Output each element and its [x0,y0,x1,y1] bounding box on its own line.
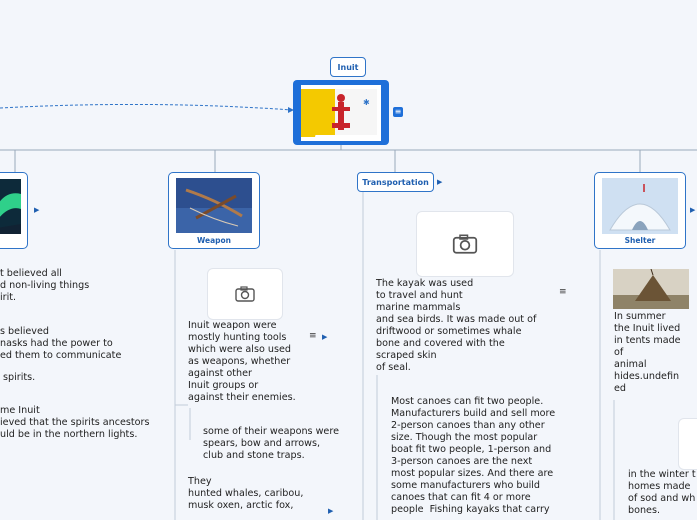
transportation-text-2: Most canoes can fit two people. Manufact… [391,396,556,515]
tent-image [613,269,689,309]
image-placeholder[interactable] [678,418,697,470]
spirits-text-3: spirits. [0,372,36,383]
weapon-text-3: They hunted whales, caribou, musk oxen, … [188,476,304,511]
camera-icon [452,234,478,254]
spirits-image-card[interactable] [0,172,28,249]
spirits-text-1: t believed all d non-living things irit. [0,268,90,303]
central-topic-title[interactable]: Inuit [330,57,366,77]
weapon-text-2: some of their weapons were spears, bow a… [203,426,339,461]
image-placeholder[interactable] [207,268,283,320]
igloo-image [602,178,678,234]
central-image-node[interactable]: ✱ [293,80,389,145]
svg-text:✱: ✱ [363,98,370,107]
expand-arrow-icon[interactable]: ▶ [437,178,443,186]
image-placeholder[interactable] [416,211,514,277]
transportation-text-1: The kayak was used to travel and hunt ma… [376,278,537,373]
weapon-text-1: Inuit weapon were mostly hunting tools w… [188,320,296,403]
northern-lights-image [0,179,21,234]
notes-icon[interactable]: ≡ [393,107,403,117]
shelter-label: Shelter [624,236,656,245]
shelter-text-1: In summer the Inuit lived in tents made … [614,311,681,394]
weapon-label: Weapon [196,236,231,245]
spirits-text-2: s believed nasks had the power to ed the… [0,326,122,361]
notes-icon[interactable]: ≡ [309,331,317,341]
shelter-topic-card[interactable]: Shelter [594,172,686,249]
expand-arrow-icon[interactable]: ▶ [690,206,696,214]
weapon-topic-card[interactable]: Weapon [168,172,260,249]
expand-arrow-icon[interactable]: ▶ [328,507,334,515]
expand-arrow-icon[interactable]: ▶ [34,206,40,214]
nunavut-flag-image: ✱ [301,85,381,141]
shelter-text-2: in the winter t homes made of sod and wh… [628,469,696,516]
central-topic-title-text: Inuit [337,62,359,72]
spirits-text-4: me Inuit ieved that the spirits ancestor… [0,405,150,440]
transportation-label: Transportation [362,177,429,187]
crossbow-image [176,178,252,233]
camera-icon [235,286,255,302]
transportation-topic[interactable]: Transportation [357,172,434,192]
expand-arrow-icon[interactable]: ▶ [322,333,328,341]
notes-icon[interactable]: ≡ [559,287,567,297]
